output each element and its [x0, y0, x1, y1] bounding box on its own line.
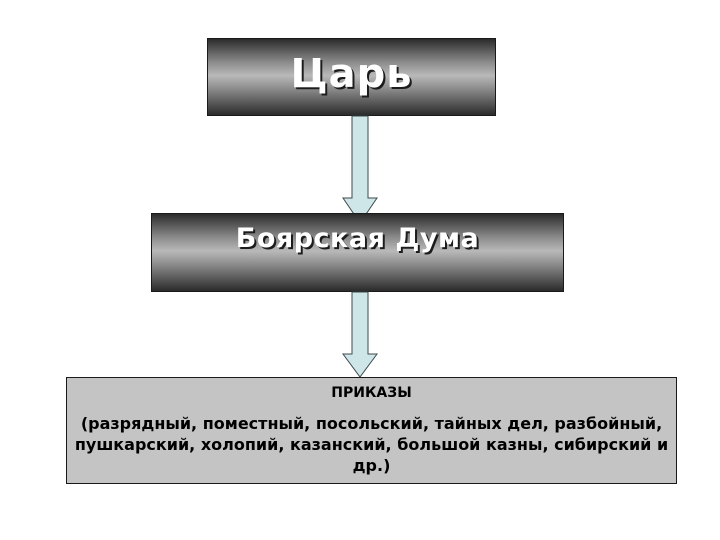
arrow-tsar-to-duma-shape: [342, 115, 378, 224]
arrow-duma-to-prikazy-shape: [342, 291, 378, 378]
boyar-duma-label: Боярская Дума: [235, 223, 480, 254]
prikazy-title: ПРИКАЗЫ: [331, 385, 412, 401]
tsar-label: Царь: [290, 51, 413, 97]
boyar-duma-node: Боярская Дума: [151, 213, 564, 292]
prikazy-list: (разрядный, поместный, посольский, тайны…: [74, 414, 669, 475]
tsar-node: Царь: [207, 38, 496, 116]
prikazy-node: ПРИКАЗЫ (разрядный, поместный, посольски…: [66, 377, 677, 484]
arrow-duma-to-prikazy: [342, 291, 378, 378]
arrow-tsar-to-duma: [342, 115, 378, 224]
